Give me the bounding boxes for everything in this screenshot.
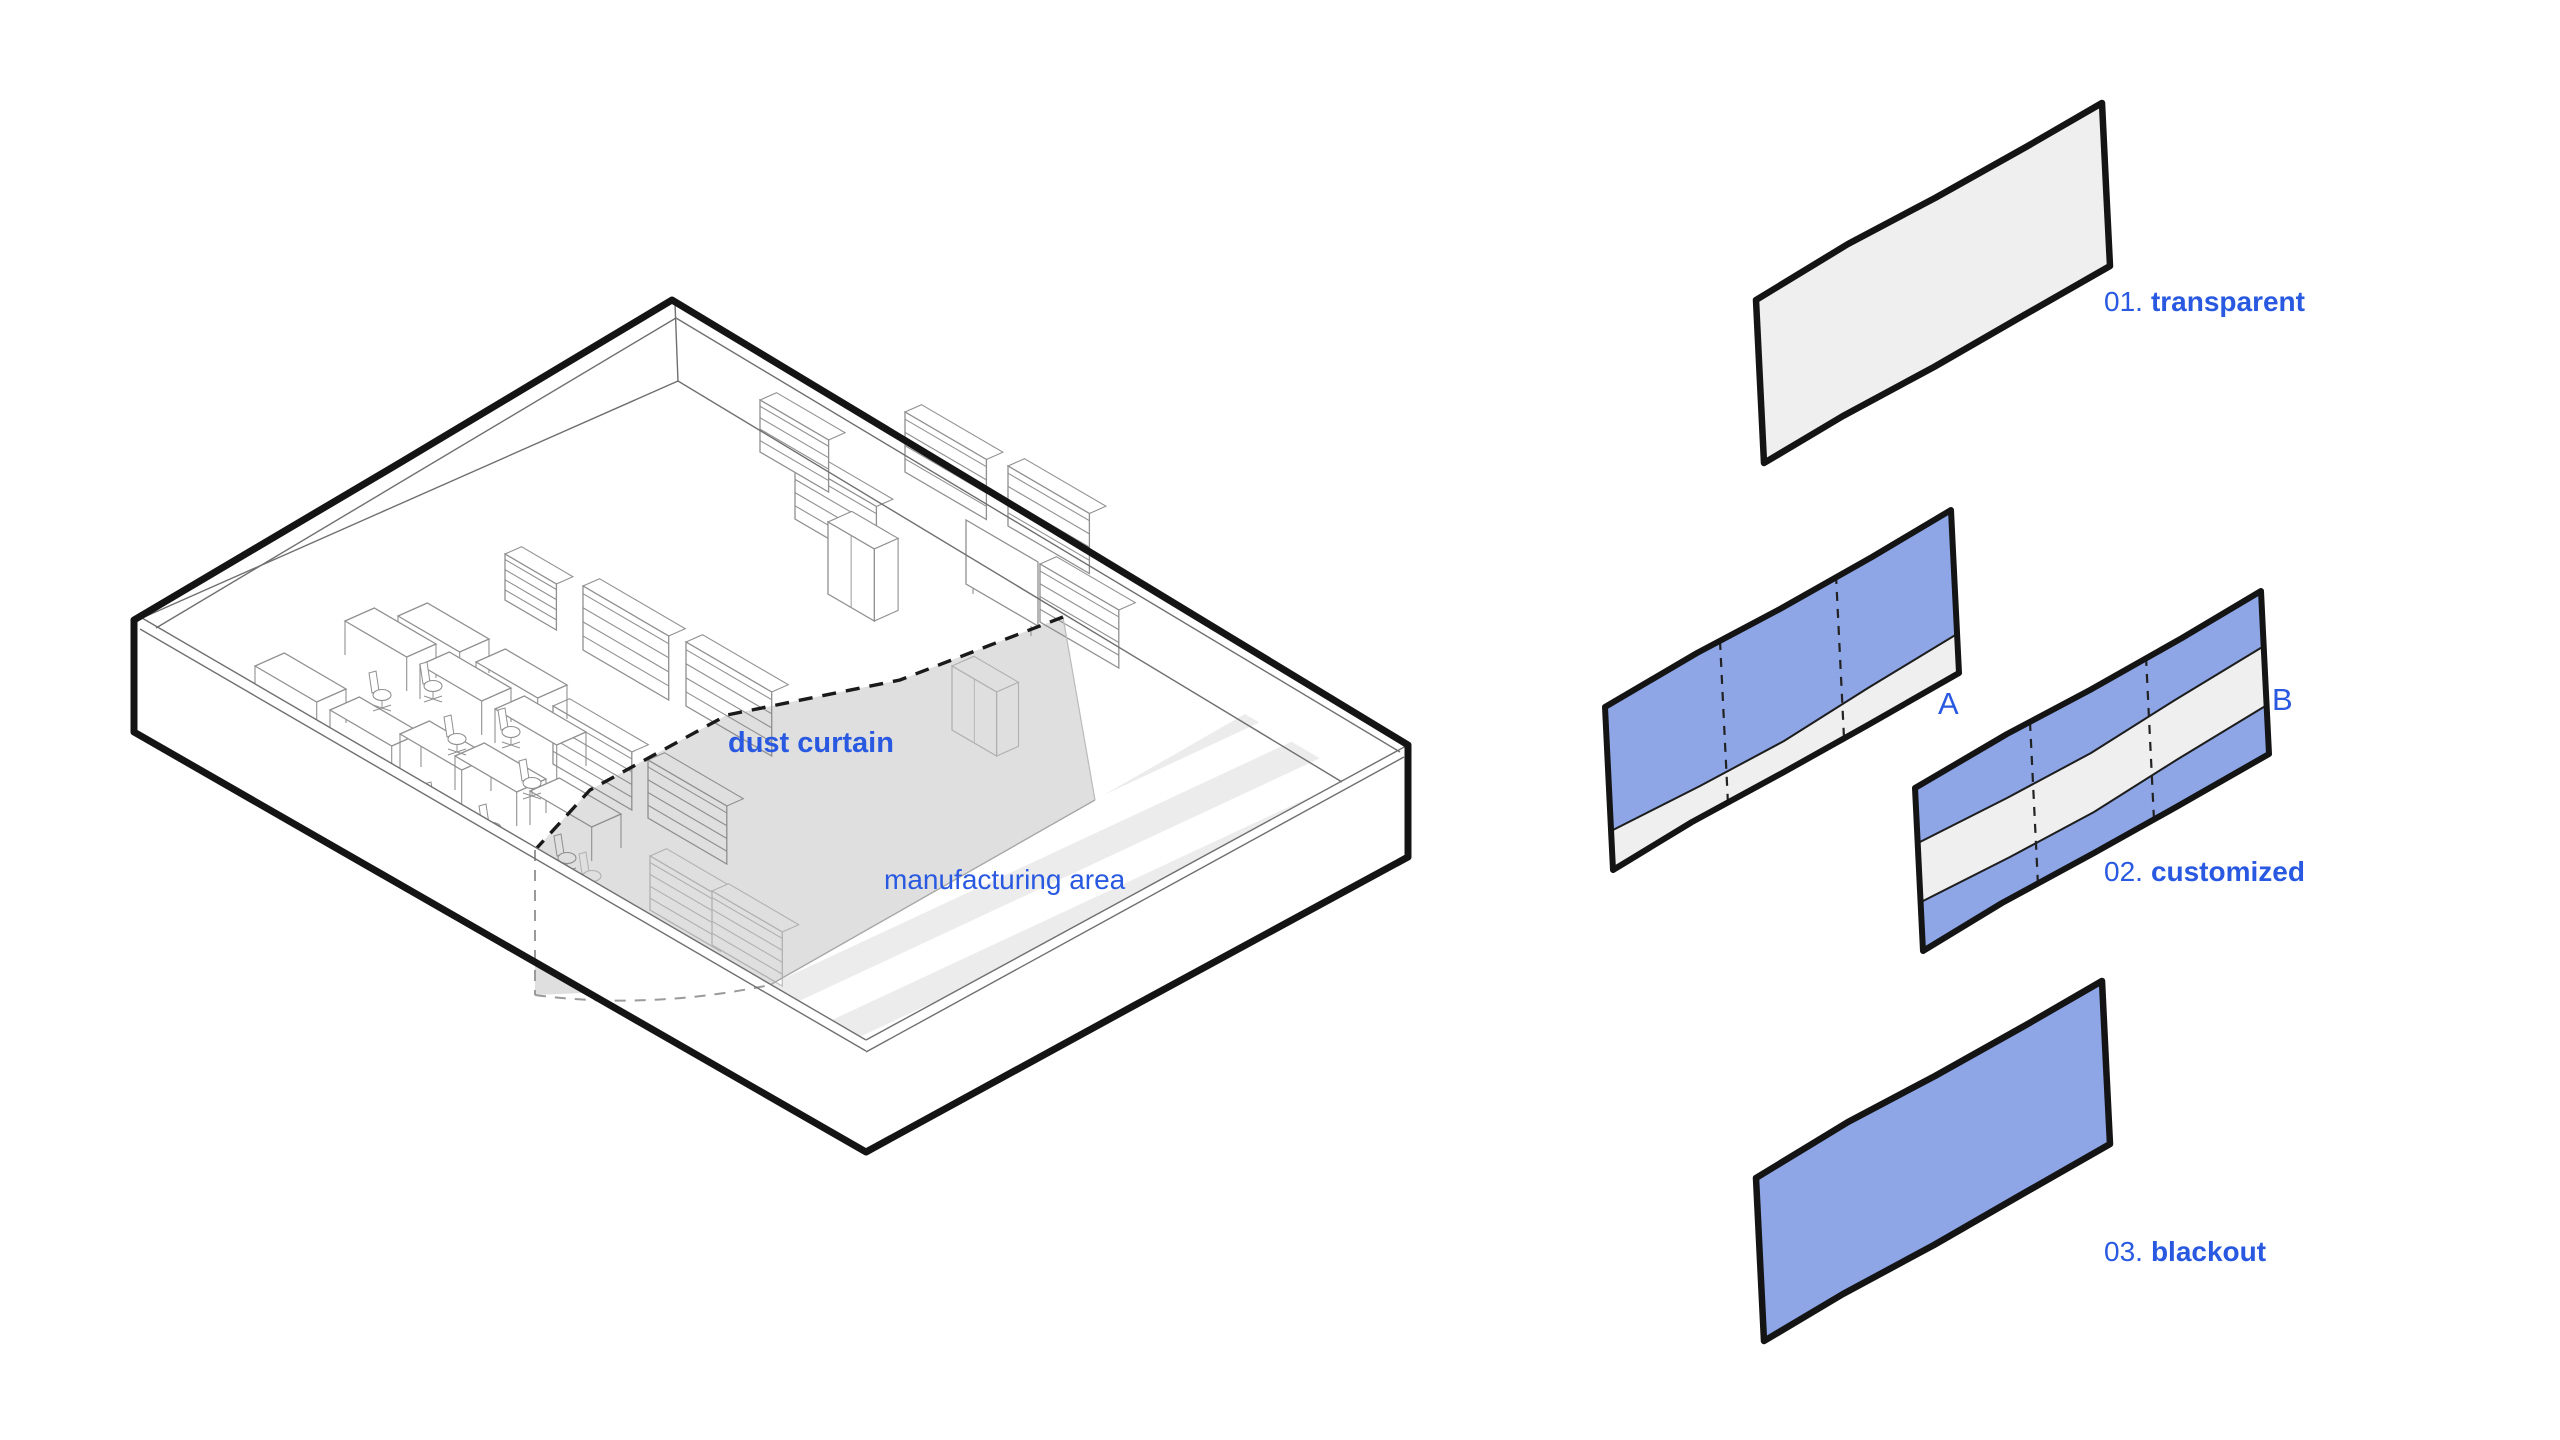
variant-a-label: A [1938,686,1959,721]
option-02-label: 02.customized [2104,858,2305,886]
room-drawing [130,296,1412,1156]
option-02-name: customized [2150,856,2305,887]
panel-02a-outline [1602,507,1962,873]
curtain-top-dashed-edge [533,615,1064,852]
manufacturing-area-label: manufacturing area [884,864,1126,895]
option-01-label: 01.transparent [2104,288,2305,316]
furniture-shelf [684,634,790,758]
manufacturing-floor-stripes [770,714,1390,1040]
panel-02b-band-line-top [1917,645,2265,844]
option-03-name: blackout [2150,1236,2267,1267]
panel-01-transparent [1752,99,2114,467]
option-03-number: 03. [2104,1236,2143,1267]
furniture-shelf [903,404,1005,521]
panel-03-blackout [1752,977,2114,1345]
curtain-right-edge [1062,616,1096,801]
option-03-label: 03.blackout [2104,1238,2266,1266]
panel-02a [1602,507,1962,873]
furniture-shelf [503,546,575,632]
curtain-hidden-edges [534,850,771,1002]
furniture-shelf [1006,458,1108,575]
furniture-shelf [758,392,847,494]
furniture-chair [518,758,542,800]
furniture-chair [443,714,467,756]
panel-03-surface [1752,977,2114,1345]
dust-curtain-plane [533,615,1096,995]
furniture-shelf [1038,556,1137,670]
panel-01-surface [1752,99,2114,467]
furniture-cabinet [826,510,900,623]
dust-curtain-label: dust curtain [728,727,894,759]
curtain-floor-line [769,799,1096,986]
manufacturing-floor [770,714,1390,1040]
furniture-chair [368,670,392,712]
option-01-number: 01. [2104,286,2143,317]
front-left-wall [134,618,866,1152]
furniture-shelf [646,752,745,866]
furniture-chair [419,661,443,703]
panel-02b-gray-band [1918,646,2267,902]
furniture-cabinet [950,655,1020,758]
option-02-number: 02. [2104,856,2143,887]
panel-02b-band-line-bottom [1920,704,2268,903]
furniture-shelf [581,578,687,702]
furniture-desk [343,607,438,691]
panel-02a-gray-band [1611,634,1959,870]
front-right-wall [866,745,1408,1152]
panel-02a-band-line [1610,633,1958,832]
curtain-hidden-curve [534,984,771,1002]
furniture-shelf [710,883,800,988]
panel-02b [1912,588,2272,954]
room-outer-outline [130,296,1412,1156]
furniture-chair [497,707,521,749]
furniture-desk [528,777,623,861]
office-furniture-drawing [253,392,1137,988]
furniture-desk [493,695,588,779]
variant-b-label: B [2272,682,2293,717]
panel-02b-outline [1912,588,2272,954]
dust-curtain-fill [535,617,1095,995]
room-thin-lines [139,302,1409,1053]
furniture-chair [553,833,577,875]
option-01-name: transparent [2150,286,2305,317]
panel-02a-surface [1605,510,1959,870]
